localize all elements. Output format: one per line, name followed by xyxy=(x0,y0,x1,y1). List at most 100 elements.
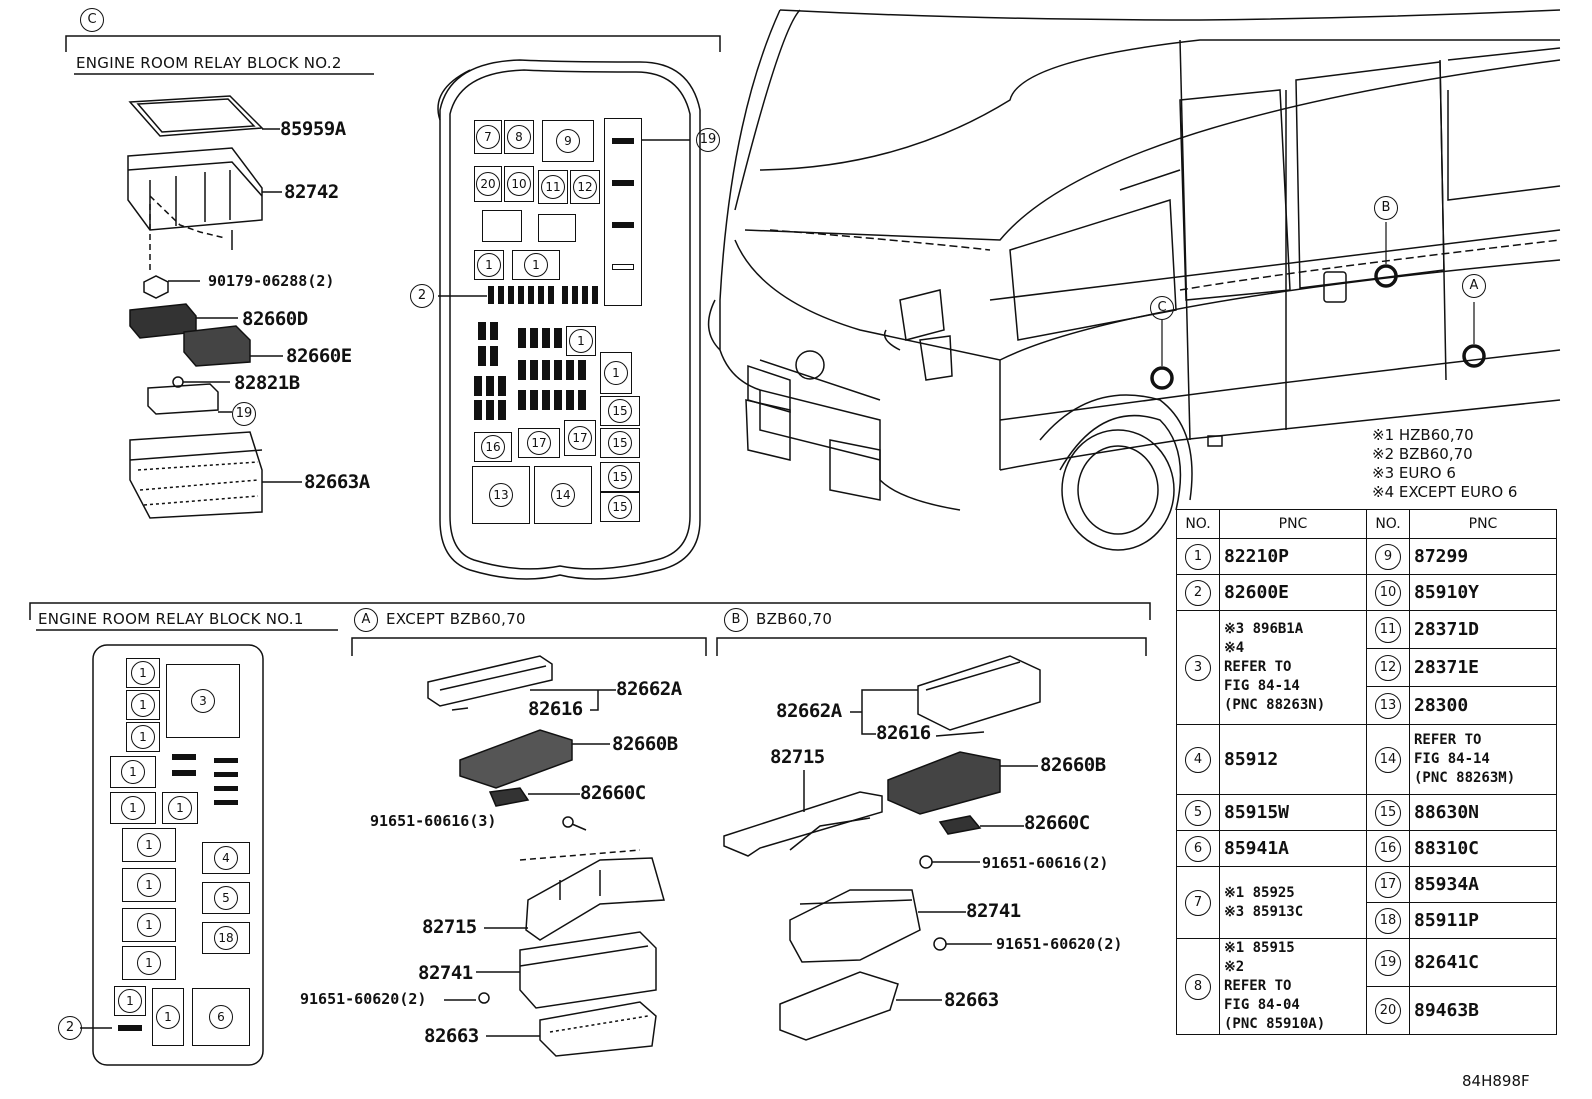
part-label: 91651-60616(3) xyxy=(370,812,497,830)
part-label: 82741 xyxy=(418,962,473,984)
table-cell-no: 16 xyxy=(1366,830,1410,867)
part-label: 82663A xyxy=(304,471,370,493)
table-cell-no: 7 xyxy=(1176,866,1220,939)
section-c-bracket xyxy=(65,35,721,52)
table-cell-pnc: 85911P xyxy=(1409,902,1557,939)
a-bolt2 xyxy=(444,992,490,1004)
part-callout: 19 xyxy=(232,402,256,426)
part-label: 91651-60620(2) xyxy=(300,990,427,1008)
part-label: 82715 xyxy=(770,746,825,768)
table-header: NO. xyxy=(1176,509,1220,539)
part-label: 82660B xyxy=(1040,754,1106,776)
part-label: 82742 xyxy=(284,181,339,203)
relay-slot: 1 xyxy=(512,250,560,280)
table-cell-pnc: 28300 xyxy=(1409,686,1557,725)
part-label: 82616 xyxy=(876,722,931,744)
table-cell-no: 2 xyxy=(1176,574,1220,611)
table-cell-no: 11 xyxy=(1366,610,1410,649)
table-cell-no: 5 xyxy=(1176,794,1220,831)
part-label: 82662A xyxy=(776,700,842,722)
table-cell-no: 10 xyxy=(1366,574,1410,611)
table-cell-pnc: 82641C xyxy=(1409,938,1557,987)
relay-slot: 9 xyxy=(542,120,594,162)
table-header: NO. xyxy=(1366,509,1410,539)
relay-slot xyxy=(482,210,522,242)
table-cell-pnc: 85915W xyxy=(1219,794,1367,831)
table-cell-no: 15 xyxy=(1366,794,1410,831)
vehicle-outline xyxy=(707,9,1561,551)
block2-title: ENGINE ROOM RELAY BLOCK NO.2 xyxy=(76,54,342,72)
part-label: 82662A xyxy=(616,678,682,700)
block1-title: ENGINE ROOM RELAY BLOCK NO.1 xyxy=(38,610,304,628)
table-header: PNC xyxy=(1219,509,1367,539)
table-cell-no: 13 xyxy=(1366,686,1410,725)
relay-block-2-outline xyxy=(439,59,701,580)
table-cell-pnc: 28371D xyxy=(1409,610,1557,649)
table-cell-no: 12 xyxy=(1366,648,1410,687)
part-label: 82660C xyxy=(580,782,646,804)
section-a-title: EXCEPT BZB60,70 xyxy=(386,610,526,628)
part-label: 90179-06288(2) xyxy=(208,272,335,290)
relay-82660E xyxy=(183,325,251,367)
b-case-82663 xyxy=(779,971,899,1041)
section-c-marker: C xyxy=(80,8,104,32)
table-cell-pnc: 28371E xyxy=(1409,648,1557,687)
vehicle-marker-a: A xyxy=(1462,274,1486,298)
callout-2: 2 xyxy=(410,284,434,308)
relay-block-1-outline xyxy=(92,644,264,1066)
table-cell-no: 9 xyxy=(1366,538,1410,575)
a-cover xyxy=(427,655,553,707)
part-label: 91651-60616(2) xyxy=(982,854,1109,872)
part-label: 82660E xyxy=(286,345,352,367)
b-bolt2 xyxy=(933,937,992,951)
table-cell-no: 17 xyxy=(1366,866,1410,903)
table-cell-no: 20 xyxy=(1366,986,1410,1035)
relay-slot: 11 xyxy=(538,170,568,204)
table-cell-pnc: 89463B xyxy=(1409,986,1557,1035)
relay-slot: 8 xyxy=(504,120,534,154)
applicability-notes: ※1 HZB60,70 ※2 BZB60,70 ※3 EURO 6 ※4 EXC… xyxy=(1372,426,1518,501)
table-cell-no: 19 xyxy=(1366,938,1410,987)
relay-slot: 12 xyxy=(570,170,600,204)
part-label: 82663 xyxy=(424,1025,479,1047)
table-cell-no: 8 xyxy=(1176,938,1220,1035)
b-body-82741 xyxy=(789,889,921,963)
b-bolt xyxy=(919,855,980,869)
nut-90179 xyxy=(143,275,169,299)
a-bolt xyxy=(562,816,587,831)
gasket-85959A xyxy=(128,95,264,137)
table-cell-pnc: 85912 xyxy=(1219,724,1367,795)
a-body-82741 xyxy=(519,931,657,1009)
relay-slot: 1 xyxy=(474,250,504,280)
table-cell-no: 14 xyxy=(1366,724,1410,795)
table-cell-pnc: 82210P xyxy=(1219,538,1367,575)
table-cell-no: 4 xyxy=(1176,724,1220,795)
part-label: 82616 xyxy=(528,698,583,720)
case-82663A xyxy=(129,431,263,519)
section-b-title: BZB60,70 xyxy=(756,610,833,628)
b-relay-82660B xyxy=(887,751,1001,815)
figure-id: 84H898F xyxy=(1462,1072,1530,1090)
part-label: 82821B xyxy=(234,372,300,394)
part-label: 82715 xyxy=(422,916,477,938)
relay-slot: 10 xyxy=(504,166,534,202)
fuse-strip-19 xyxy=(604,118,642,306)
b-relay-82660C xyxy=(938,815,982,835)
table-cell-pnc: 82600E xyxy=(1219,574,1367,611)
table-cell-pnc: 87299 xyxy=(1409,538,1557,575)
part-label: 85959A xyxy=(280,118,346,140)
table-cell-pnc: 85910Y xyxy=(1409,574,1557,611)
part-label: 91651-60620(2) xyxy=(996,935,1123,953)
table-cell-no: 3 xyxy=(1176,610,1220,725)
vehicle-marker-b: B xyxy=(1374,196,1398,220)
